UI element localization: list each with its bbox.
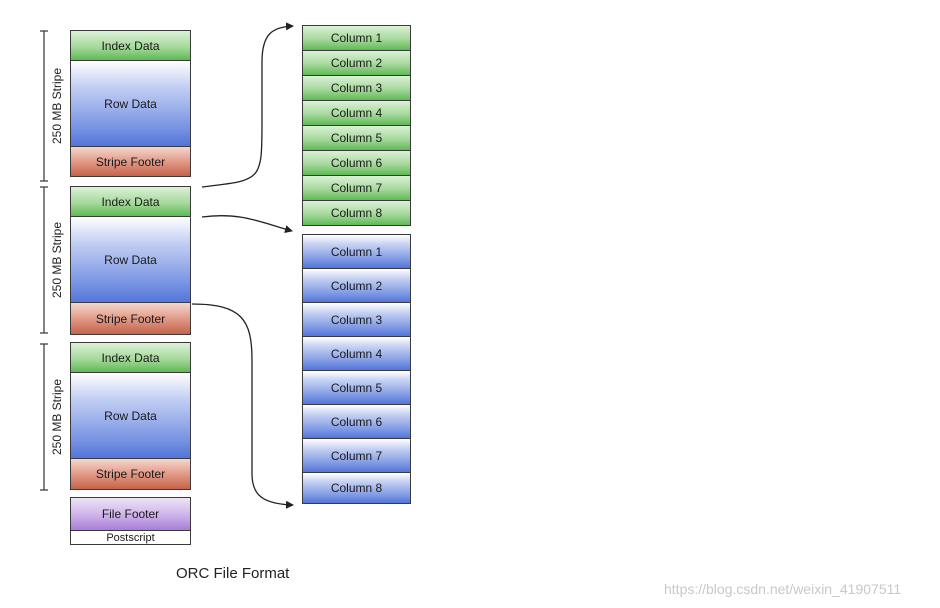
index-column-7: Column 7: [302, 175, 411, 201]
stripe-1-row-data: Row Data: [70, 60, 191, 147]
index-column-6: Column 6: [302, 150, 411, 176]
stripe-1-index-data: Index Data: [70, 30, 191, 61]
row-column-3: Column 3: [302, 302, 411, 337]
stripe-3-label: 250 MB Stripe: [50, 378, 64, 456]
stripe-3-footer: Stripe Footer: [70, 458, 191, 490]
postscript: Postscript: [70, 530, 191, 545]
index-column-4: Column 4: [302, 100, 411, 126]
stripe-3-index-data: Index Data: [70, 342, 191, 373]
stripe-3-row-data: Row Data: [70, 372, 191, 459]
stripe-1-footer: Stripe Footer: [70, 146, 191, 177]
row-column-1: Column 1: [302, 234, 411, 269]
row-column-8: Column 8: [302, 472, 411, 504]
arrow-index-to-columns: [201, 22, 294, 188]
stripe-brackets: [40, 30, 48, 491]
stripe-2-index-data: Index Data: [70, 186, 191, 217]
index-column-1: Column 1: [302, 25, 411, 51]
index-column-5: Column 5: [302, 125, 411, 151]
stripe-2-label: 250 MB Stripe: [50, 221, 64, 299]
row-column-5: Column 5: [302, 370, 411, 405]
arrow-footer-to-columns: [191, 303, 294, 509]
row-column-7: Column 7: [302, 438, 411, 473]
index-column-2: Column 2: [302, 50, 411, 76]
index-column-8: Column 8: [302, 200, 411, 226]
row-column-6: Column 6: [302, 404, 411, 439]
arrow-row-to-columns: [201, 215, 293, 233]
file-footer: File Footer: [70, 497, 191, 531]
row-column-4: Column 4: [302, 336, 411, 371]
index-column-3: Column 3: [302, 75, 411, 101]
watermark: https://blog.csdn.net/weixin_41907511: [664, 581, 902, 597]
diagram-caption: ORC File Format: [176, 565, 290, 582]
stripe-1-label: 250 MB Stripe: [50, 67, 64, 145]
row-column-2: Column 2: [302, 268, 411, 303]
stripe-2-row-data: Row Data: [70, 216, 191, 303]
stripe-2-footer: Stripe Footer: [70, 302, 191, 335]
